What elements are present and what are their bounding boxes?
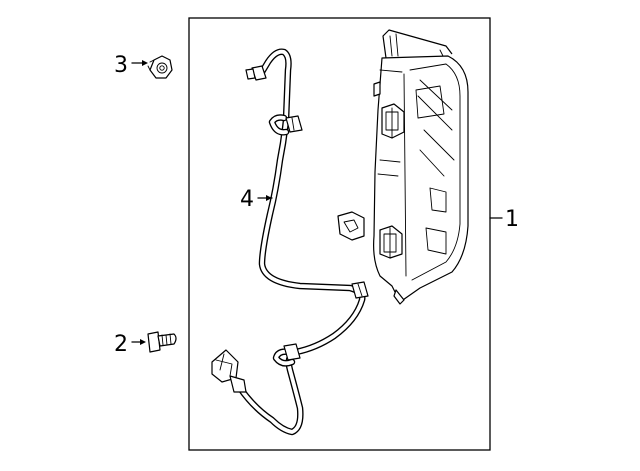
retainer-clip (337, 211, 365, 241)
arrow-2 (140, 339, 146, 345)
diagram-frame (188, 17, 491, 451)
nut-part-3 (147, 55, 173, 79)
arrow-3 (142, 60, 148, 66)
tail-lamp-assembly (373, 29, 469, 305)
callout-3: 3 (114, 53, 128, 78)
callout-4: 4 (240, 187, 254, 212)
arrow-4 (266, 195, 272, 201)
callout-2: 2 (114, 332, 128, 357)
screw-part-2 (147, 331, 177, 353)
callout-1: 1 (505, 207, 519, 232)
wiring-harness (211, 48, 369, 436)
